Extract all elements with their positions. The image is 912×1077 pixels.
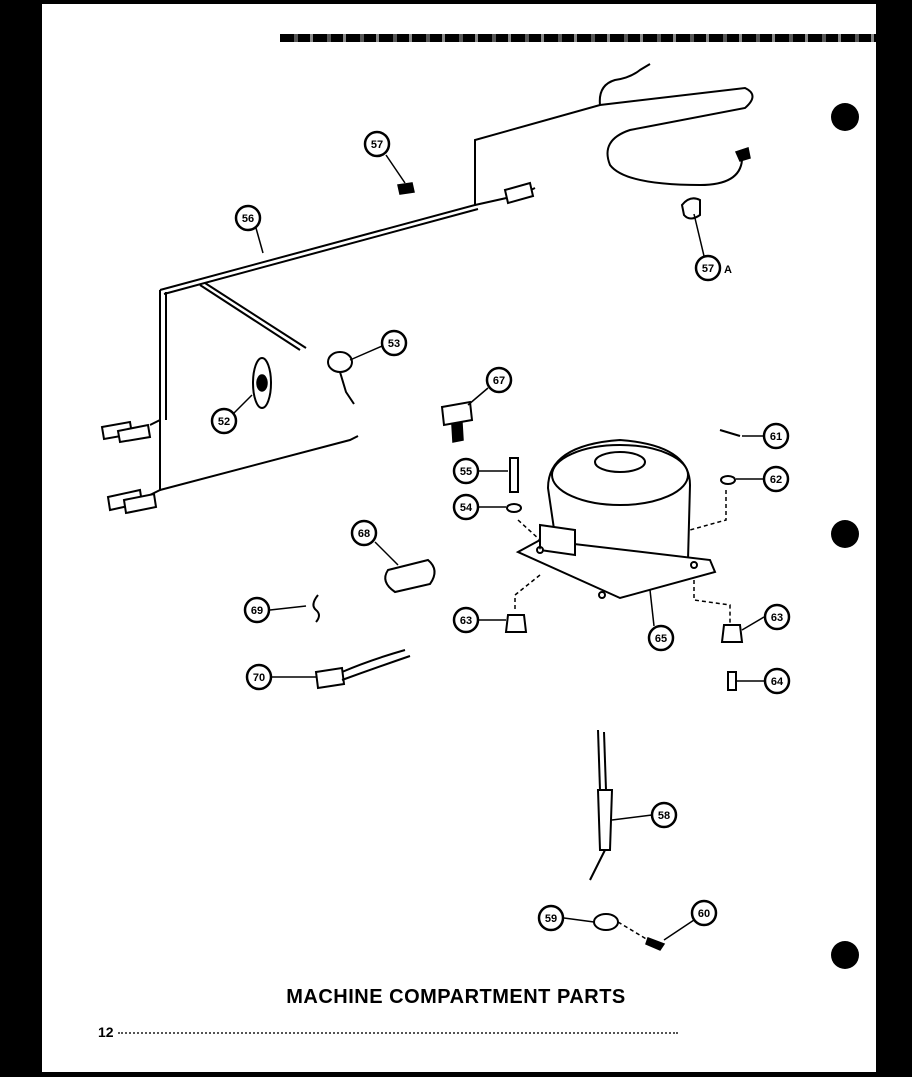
- svg-text:57: 57: [371, 139, 383, 151]
- control-knob-part: [593, 913, 619, 931]
- sleeve-part: [727, 671, 737, 691]
- svg-text:69: 69: [251, 605, 263, 617]
- svg-text:63: 63: [460, 615, 472, 627]
- callout-64: 64: [763, 667, 791, 695]
- page-number: 12: [98, 1024, 114, 1040]
- clip-part: [397, 182, 415, 195]
- svg-text:64: 64: [771, 676, 784, 688]
- compressor-part: [515, 438, 717, 600]
- svg-text:60: 60: [698, 908, 710, 920]
- retaining-clip-part: [312, 594, 320, 623]
- overload-protector-part: [327, 351, 355, 405]
- svg-text:52: 52: [218, 416, 230, 428]
- clip-a-part: [680, 197, 701, 220]
- callout-55: 55: [452, 457, 480, 485]
- svg-text:A: A: [724, 264, 732, 276]
- callout-69: 69: [243, 596, 271, 624]
- mounting-grommet-left-part: [504, 614, 528, 633]
- temperature-probe-part: [589, 729, 614, 881]
- binder-hole-top-icon: [831, 103, 859, 131]
- svg-text:62: 62: [770, 474, 782, 486]
- page-frame-bottom: [0, 1072, 912, 1077]
- plug-lead-part: [314, 649, 411, 690]
- svg-text:70: 70: [253, 672, 265, 684]
- callout-62: 62: [762, 465, 790, 493]
- diagram-title: MACHINE COMPARTMENT PARTS: [286, 986, 626, 1008]
- callout-63-right: 63: [763, 603, 791, 631]
- mounting-grommet-right-part: [720, 624, 744, 643]
- callout-57: 57: [363, 130, 391, 158]
- svg-text:53: 53: [388, 338, 400, 350]
- svg-text:68: 68: [358, 528, 370, 540]
- callout-59: 59: [537, 904, 565, 932]
- grommet-part: [252, 357, 272, 409]
- svg-text:63: 63: [771, 612, 783, 624]
- callout-53: 53: [380, 329, 408, 357]
- page-frame-left: [0, 0, 42, 1077]
- relay-cover-part: [384, 558, 436, 594]
- page-frame-right: [876, 0, 912, 1077]
- binder-hole-bottom-icon: [831, 941, 859, 969]
- footer-rule: [118, 1032, 678, 1034]
- spring-clip-part: [719, 429, 741, 437]
- page-frame-top: [42, 0, 876, 4]
- callout-56: 56: [234, 204, 262, 232]
- callout-68: 68: [350, 519, 378, 547]
- callout-58: 58: [650, 801, 678, 829]
- callout-65: 65: [647, 624, 675, 652]
- svg-text:65: 65: [655, 633, 667, 645]
- screw-part: [645, 937, 666, 951]
- svg-text:61: 61: [770, 431, 782, 443]
- wiring-harness: [100, 63, 754, 515]
- header-rule: [280, 34, 876, 42]
- leader-lines: [233, 154, 765, 941]
- washer-right-part: [720, 475, 736, 485]
- binder-hole-middle-icon: [831, 520, 859, 548]
- callout-60: 60: [690, 899, 718, 927]
- callout-54: 54: [452, 493, 480, 521]
- callout-57a: 57 A: [694, 254, 732, 282]
- svg-text:59: 59: [545, 913, 557, 925]
- svg-text:55: 55: [460, 466, 472, 478]
- bolt-part: [509, 457, 519, 493]
- svg-text:57: 57: [702, 263, 714, 275]
- callout-70: 70: [245, 663, 273, 691]
- washer-part: [506, 503, 522, 513]
- svg-text:58: 58: [658, 810, 670, 822]
- svg-text:56: 56: [242, 213, 254, 225]
- svg-text:67: 67: [493, 375, 505, 387]
- svg-text:54: 54: [460, 502, 473, 514]
- callout-52: 52: [210, 407, 238, 435]
- callout-67: 67: [485, 366, 513, 394]
- callout-63-left: 63: [452, 606, 480, 634]
- callout-61: 61: [762, 422, 790, 450]
- terminal-block-part: [440, 400, 474, 443]
